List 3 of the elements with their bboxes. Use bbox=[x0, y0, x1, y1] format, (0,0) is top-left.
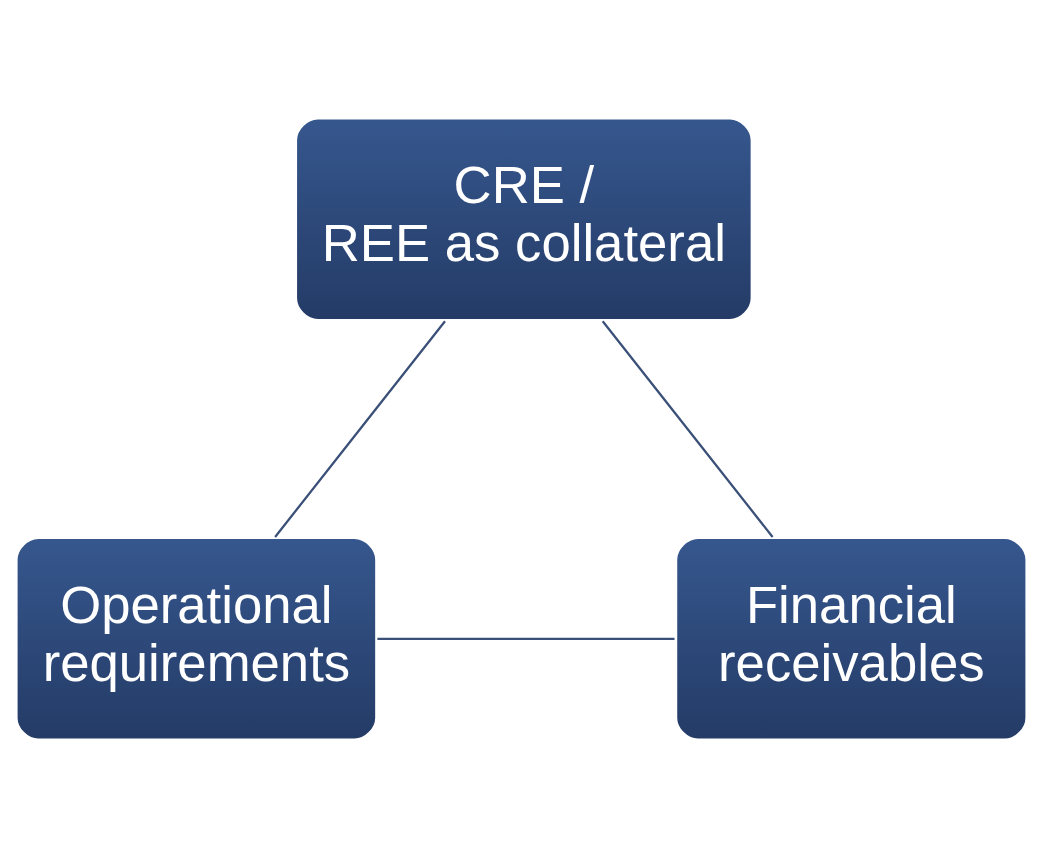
connector bbox=[601, 320, 774, 538]
connector bbox=[377, 637, 675, 640]
connector bbox=[274, 320, 446, 538]
